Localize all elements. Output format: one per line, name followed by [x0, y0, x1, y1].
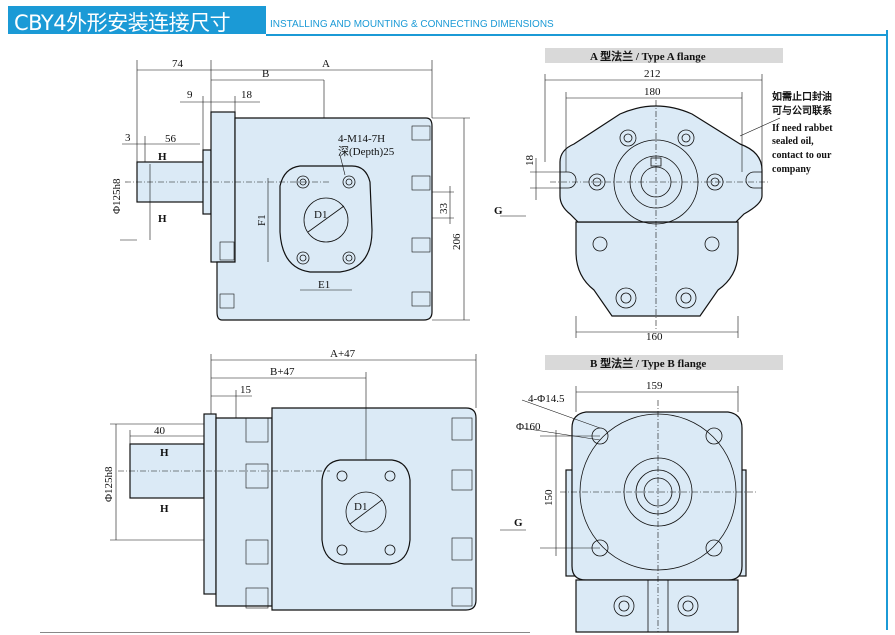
port-thread: 4-M14-7H — [338, 133, 385, 145]
section-h-b-bottom: H — [160, 503, 169, 515]
dim-d1: D1 — [314, 209, 327, 221]
note-en-2: sealed oil, — [772, 136, 814, 147]
view-g-b: G — [514, 517, 523, 529]
dim-18: 18 — [241, 89, 253, 101]
view-g-a: G — [494, 205, 503, 217]
dim-212: 212 — [644, 68, 661, 80]
side-view-a: 74 B A 9 18 3 56 H H Φ125h8 33 206 4-M14… — [111, 58, 470, 321]
title-en: INSTALLING AND MOUNTING & CONNECTING DIM… — [270, 19, 554, 30]
note-cn-2: 可与公司联系 — [772, 104, 832, 117]
section-h-bottom: H — [158, 213, 167, 225]
flange-view-a: A 型法兰 / Type A flange — [494, 48, 833, 343]
dim-shaft: Φ125h8 — [111, 178, 123, 214]
flange-view-b: B 型法兰 / Type B flange — [500, 355, 783, 633]
flange-a — [210, 111, 236, 263]
note-en-3: contact to our — [772, 150, 832, 161]
dim-18a: 18 — [524, 155, 536, 167]
title-bar: CBY4外形安装连接尺寸 — [8, 6, 266, 35]
caption-b: B 型法兰 / Type B flange — [590, 356, 706, 370]
note-cn-1: 如需止口封油 — [772, 90, 832, 103]
section-h-b-top: H — [160, 447, 169, 459]
note-en-4: company — [772, 164, 811, 175]
dim-pilot: Φ160 — [516, 421, 541, 433]
side-view-b: A+47 B+47 15 40 H H Φ125h8 D1 — [103, 348, 477, 611]
dim-159: 159 — [646, 380, 663, 392]
dim-40: 40 — [154, 425, 166, 437]
dim-a47: A+47 — [330, 348, 356, 360]
dim-15: 15 — [240, 384, 252, 396]
dim-b: B — [262, 68, 269, 80]
dim-33: 33 — [438, 203, 450, 215]
note-en-1: If need rabbet — [772, 123, 833, 134]
dim-150: 150 — [543, 489, 555, 506]
dim-74: 74 — [172, 58, 184, 70]
dim-3: 3 — [125, 132, 131, 144]
dim-e1: E1 — [318, 279, 330, 291]
dim-d1-b: D1 — [354, 501, 367, 513]
caption-a-box — [545, 48, 783, 63]
port-depth: 深(Depth)25 — [338, 145, 395, 158]
flange-b — [203, 413, 217, 595]
right-border — [886, 30, 888, 630]
bottom-rule — [40, 632, 530, 633]
caption-a: A 型法兰 / Type A flange — [590, 49, 706, 63]
section-h-top: H — [158, 151, 167, 163]
dim-holes: 4-Φ14.5 — [528, 393, 565, 405]
dim-b47: B+47 — [270, 366, 295, 378]
flange-a-base — [575, 221, 739, 317]
dim-160: 160 — [646, 331, 663, 343]
header: CBY4外形安装连接尺寸 INSTALLING AND MOUNTING & C… — [8, 6, 890, 40]
dim-f1: F1 — [256, 214, 268, 226]
dim-180: 180 — [644, 86, 661, 98]
dim-a: A — [322, 58, 330, 70]
title-cn: CBY4外形安装连接尺寸 — [14, 11, 231, 35]
caption-b-box — [545, 355, 783, 370]
title-rule: INSTALLING AND MOUNTING & CONNECTING DIM… — [266, 6, 886, 36]
dim-shaft-b: Φ125h8 — [103, 466, 115, 502]
flange-b-body — [571, 411, 743, 581]
dim-206: 206 — [451, 233, 463, 250]
dim-9: 9 — [187, 89, 193, 101]
dim-56: 56 — [165, 133, 177, 145]
